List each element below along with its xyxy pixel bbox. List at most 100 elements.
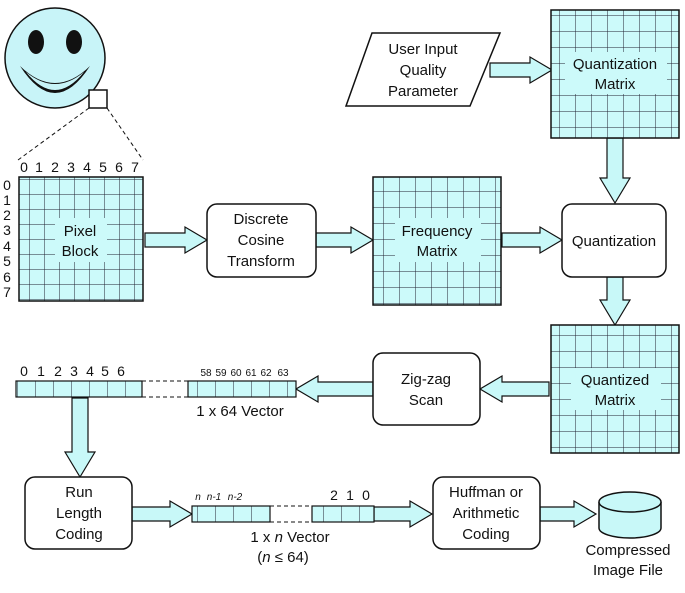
vector-64-caption: 1 x 64 Vector [196, 403, 284, 420]
row-index: 1 [3, 192, 11, 208]
arrow-huffman-to-file [539, 499, 598, 529]
vector-index: 5 [101, 363, 109, 379]
frequency-label-2: Matrix [417, 243, 458, 260]
zoom-line-left [17, 107, 90, 161]
output-label-1: Compressed [585, 542, 670, 559]
vector-n-index-2: 2 [330, 487, 338, 503]
pixel-block-label-bg [55, 218, 107, 262]
row-index: 4 [3, 238, 11, 254]
quantization-label: Quantization [572, 233, 656, 250]
vector-index: 58 [200, 368, 212, 379]
arrow-quantization-to-quantized [598, 276, 632, 327]
vector-index: 60 [230, 368, 242, 379]
col-index: 2 [51, 159, 59, 175]
col-index: 6 [115, 159, 123, 175]
user-input-parallelogram [344, 32, 502, 107]
vector-64 [15, 380, 297, 398]
huffman-label-1: Huffman or [449, 484, 523, 501]
row-index: 6 [3, 269, 11, 285]
row-index: 7 [3, 284, 11, 300]
row-index: 2 [3, 207, 11, 223]
pixel-block-label-2: Block [62, 243, 99, 260]
frequency-label-bg [395, 218, 481, 262]
arrow-quantized-to-zigzag [478, 374, 550, 404]
dct-label-2: Cosine [238, 232, 285, 249]
zigzag-label-1: Zig-zag [401, 371, 451, 388]
vector-n-caption: 1 x n Vector [250, 529, 329, 546]
vector-n-index-1: 1 [346, 487, 354, 503]
quantization-matrix-label-2: Matrix [595, 76, 636, 93]
rle-label-2: Length [56, 505, 102, 522]
vector-index: 6 [117, 363, 125, 379]
quantization-box [561, 203, 667, 278]
col-index: 7 [131, 159, 139, 175]
arrow-rle-to-vectorn [131, 499, 194, 529]
vector-n-constraint: (n ≤ 64) [257, 549, 309, 566]
vector-n-right-cells [311, 505, 375, 523]
dct-box [206, 203, 317, 278]
vector-n [191, 505, 375, 523]
pixel-block-col-indices: 0 1 2 3 4 5 6 7 [20, 159, 139, 175]
col-index: 4 [83, 159, 91, 175]
smiley-face-icon [4, 7, 108, 109]
user-input-label-2: Quality [400, 62, 447, 79]
vector-index: 4 [86, 363, 94, 379]
vector-index: 3 [70, 363, 78, 379]
zigzag-box [372, 352, 481, 426]
col-index: 5 [99, 159, 107, 175]
vector-index: 59 [215, 368, 227, 379]
col-index: 0 [20, 159, 28, 175]
user-input-label-3: Parameter [388, 83, 458, 100]
vector-index: 63 [277, 368, 289, 379]
vector-n-index-n2: n-2 [228, 492, 243, 503]
frequency-label-1: Frequency [402, 223, 473, 240]
vector-64-left-cells [15, 380, 143, 398]
zoom-line-right [106, 107, 144, 161]
vector-64-right-indices: 58 59 60 61 62 63 [200, 368, 289, 379]
pixel-block-row-indices: 0 1 2 3 4 5 6 7 [3, 177, 11, 300]
quantized-label-2: Matrix [595, 392, 636, 409]
vector-64-left-indices: 0 1 2 3 4 5 6 [20, 363, 125, 379]
rle-label-1: Run [65, 484, 93, 501]
quantization-matrix-label-bg [565, 52, 667, 94]
vector-n-index-n: n [195, 492, 201, 503]
pixel-block-label-1: Pixel [64, 223, 97, 240]
row-index: 3 [3, 222, 11, 238]
huffman-label-3: Coding [462, 526, 510, 543]
quantized-label-1: Quantized [581, 372, 649, 389]
output-label-2: Image File [593, 562, 663, 579]
vector-index: 1 [37, 363, 45, 379]
vector-index: 0 [20, 363, 28, 379]
zoom-square [88, 89, 108, 109]
col-index: 3 [67, 159, 75, 175]
quantization-matrix-label-1: Quantization [573, 56, 657, 73]
vector-64-right-cells [187, 380, 297, 398]
user-input-label-1: User Input [388, 41, 458, 58]
col-index: 1 [35, 159, 43, 175]
vector-n-index-0: 0 [362, 487, 370, 503]
arrow-vectorn-to-huffman [373, 499, 434, 529]
vector-index: 2 [54, 363, 62, 379]
huffman-label-2: Arithmetic [453, 505, 520, 522]
dct-label-3: Transform [227, 253, 295, 270]
dct-label-1: Discrete [233, 211, 288, 228]
row-index: 0 [3, 177, 11, 193]
vector-n-index-n1: n-1 [207, 492, 221, 503]
rle-label-3: Coding [55, 526, 103, 543]
quantized-label-bg [571, 368, 661, 410]
vector-index: 61 [245, 368, 257, 379]
rle-box [24, 476, 133, 550]
arrow-qmatrix-to-quantization [598, 137, 632, 205]
vector-n-left-cells [191, 505, 271, 523]
arrow-frequency-to-quantization [501, 225, 564, 255]
disk-icon [598, 491, 662, 539]
arrow-userinput-to-qmatrix [489, 55, 554, 85]
row-index: 5 [3, 253, 11, 269]
arrow-zigzag-to-vector [294, 374, 374, 404]
huffman-box [432, 476, 541, 550]
zigzag-label-2: Scan [409, 392, 443, 409]
vector-index: 62 [260, 368, 272, 379]
arrow-pixel-to-dct [144, 225, 209, 255]
